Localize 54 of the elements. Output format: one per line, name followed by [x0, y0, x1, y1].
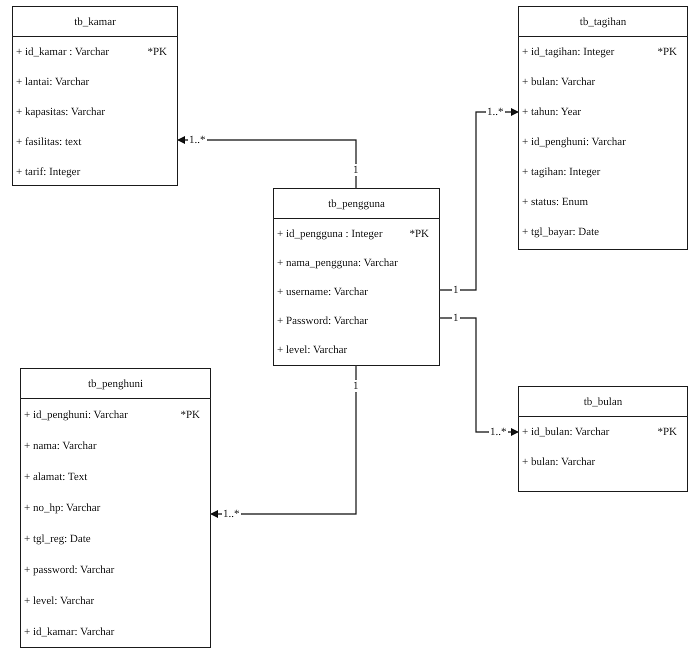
attribute-text: + tagihan: Integer — [522, 166, 600, 178]
primary-key-mark: *PK — [409, 228, 429, 240]
attribute-text: + level: Varchar — [24, 594, 94, 606]
multiplicity-label: 1..* — [222, 508, 240, 520]
table-name: tb_bulan — [584, 396, 622, 408]
attribute-text: + bulan: Varchar — [522, 76, 596, 88]
multiplicity-label: 1..* — [188, 134, 206, 146]
attribute-text: + id_tagihan: Integer — [522, 46, 614, 58]
primary-key-mark: *PK — [657, 46, 677, 58]
attribute-text: + lantai: Varchar — [16, 76, 90, 88]
multiplicity-label: 1..* — [489, 426, 508, 438]
attribute-text: + password: Varchar — [24, 564, 114, 576]
primary-key-mark: *PK — [147, 46, 167, 58]
multiplicity-label: 1..* — [486, 106, 504, 118]
attribute-text: + tgl_reg: Date — [24, 532, 91, 544]
attribute-text: + nama: Varchar — [24, 440, 97, 452]
attribute-text: + nama_pengguna: Varchar — [277, 256, 398, 268]
attribute-text: + username: Varchar — [277, 286, 368, 298]
attribute-text: + bulan: Varchar — [522, 456, 596, 468]
table-box — [273, 188, 440, 366]
attribute-text: + status: Enum — [522, 196, 588, 208]
table-box — [12, 6, 178, 186]
attribute-text: + id_penghuni: Varchar — [522, 136, 626, 148]
attribute-text: + Password: Varchar — [277, 314, 368, 326]
table-name: tb_pengguna — [328, 198, 385, 210]
table-box — [518, 386, 688, 492]
table-box — [20, 368, 211, 648]
attribute-text: + id_pengguna : Integer — [277, 228, 382, 240]
primary-key-mark: *PK — [180, 408, 200, 420]
table-name: tb_tagihan — [580, 16, 626, 28]
primary-key-mark: *PK — [657, 426, 677, 438]
arrow — [177, 136, 357, 188]
attribute-text: + fasilitas: text — [16, 136, 82, 148]
table-box — [518, 6, 688, 250]
attribute-text: + tgl_bayar: Date — [522, 226, 600, 238]
attribute-text: + kapasitas: Varchar — [16, 106, 106, 118]
attribute-text: + no_hp: Varchar — [24, 502, 100, 514]
attribute-text: + id_kamar: Varchar — [24, 626, 114, 638]
multiplicity-label: 1 — [352, 380, 360, 392]
attribute-text: + level: Varchar — [277, 344, 348, 356]
multiplicity-label: 1 — [352, 164, 360, 176]
multiplicity-label: 1 — [452, 312, 460, 324]
arrow — [440, 317, 519, 436]
attribute-text: + id_penghuni: Varchar — [24, 408, 128, 420]
arrow — [210, 366, 357, 518]
arrow — [440, 108, 519, 291]
attribute-text: + tarif: Integer — [16, 166, 80, 178]
table-name: tb_penghuni — [88, 378, 143, 390]
attribute-text: + alamat: Text — [24, 470, 88, 482]
attribute-text: + id_kamar : Varchar — [16, 46, 110, 58]
table-name: tb_kamar — [74, 16, 116, 28]
attribute-text: + id_bulan: Varchar — [522, 426, 610, 438]
multiplicity-label: 1 — [452, 284, 460, 296]
attribute-text: + tahun: Year — [522, 106, 582, 118]
